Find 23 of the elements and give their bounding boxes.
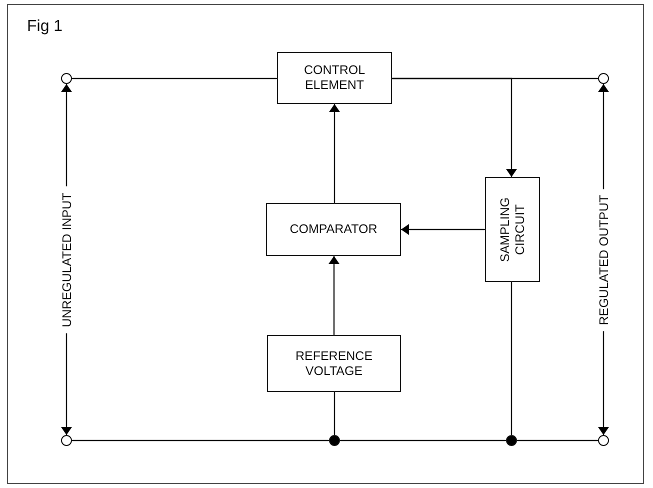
terminal-circle [598,435,609,446]
terminal-circle [598,73,609,84]
edge-label: UNREGULATED INPUT [60,186,74,333]
junction-dot [506,435,517,446]
wire-line [517,440,598,442]
wire-line [510,282,512,435]
arrow [401,226,485,234]
junction-dot [329,435,340,446]
block-box: COMPARATOR [266,203,401,256]
block-box: REFERENCE VOLTAGE [267,335,401,392]
terminal-circle [61,435,72,446]
block-box: SAMPLING CIRCUIT [485,177,540,282]
wire-line [334,392,336,435]
edge-label: REGULATED OUTPUT [596,188,610,331]
arrow [392,78,516,177]
arrow [330,104,338,203]
block-box: CONTROL ELEMENT [277,52,392,104]
figure-title: Fig 1 [27,18,63,36]
wire-line [72,78,277,80]
wire-line [72,440,329,442]
wire-line [340,440,506,442]
arrow [330,256,338,335]
terminal-circle [61,73,72,84]
